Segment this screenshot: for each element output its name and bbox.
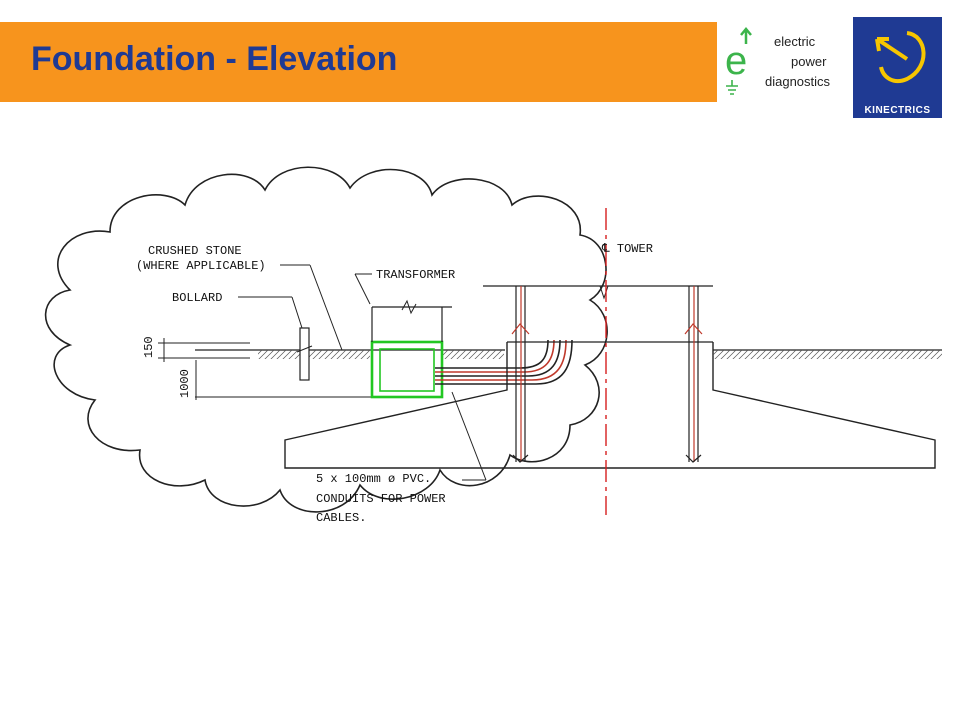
transformer-pad-inner bbox=[379, 348, 435, 392]
header-bar: Foundation - Elevation bbox=[0, 22, 717, 102]
epd-logo: e electric power diagnostics bbox=[719, 22, 849, 104]
transformer-label: TRANSFORMER bbox=[376, 268, 455, 282]
kinectrics-name: KINECTRICS bbox=[864, 105, 931, 116]
conduit-label-2: CONDUITS FOR POWER bbox=[316, 492, 446, 506]
slide-title: Foundation - Elevation bbox=[31, 40, 398, 78]
crushed-stone-fill-right bbox=[442, 350, 504, 359]
epd-line-2: power bbox=[791, 54, 827, 69]
crushed-stone-label-2: (WHERE APPLICABLE) bbox=[136, 259, 266, 273]
arrow-up-icon bbox=[740, 27, 752, 44]
ground-icon bbox=[726, 80, 738, 95]
epd-letter: e bbox=[725, 39, 747, 83]
epd-line-1: electric bbox=[774, 34, 816, 49]
bollard-break bbox=[296, 345, 313, 353]
cloud-outline bbox=[44, 166, 608, 513]
anchor-bolt-right bbox=[684, 286, 703, 463]
tower-footing bbox=[284, 342, 936, 469]
conduit-bundle bbox=[435, 339, 573, 385]
transformer-pad bbox=[370, 340, 444, 399]
tower-label: ℄ TOWER bbox=[601, 242, 653, 256]
crushed-stone-label-1: CRUSHED STONE bbox=[148, 244, 242, 258]
epd-line-3: diagnostics bbox=[765, 74, 831, 89]
anchor-bolt-left bbox=[511, 286, 530, 463]
bollard-post bbox=[299, 327, 310, 381]
crushed-stone-fill-tower bbox=[713, 350, 942, 359]
bollard-label: BOLLARD bbox=[172, 291, 222, 305]
kinectrics-logo: KINECTRICS bbox=[853, 17, 942, 118]
conduit-label-3: CABLES. bbox=[316, 511, 366, 525]
epd-logo-mark: e bbox=[725, 27, 752, 95]
dim-150-label: 150 bbox=[142, 336, 156, 358]
conduit-leader bbox=[451, 391, 487, 481]
crushed-stone-fill bbox=[258, 350, 370, 359]
dim-1000-label: 1000 bbox=[178, 369, 192, 398]
transformer-break bbox=[401, 299, 417, 315]
conduit-label-1: 5 x 100mm ø PVC. bbox=[316, 472, 431, 486]
kinectrics-swoosh-icon bbox=[875, 31, 926, 84]
